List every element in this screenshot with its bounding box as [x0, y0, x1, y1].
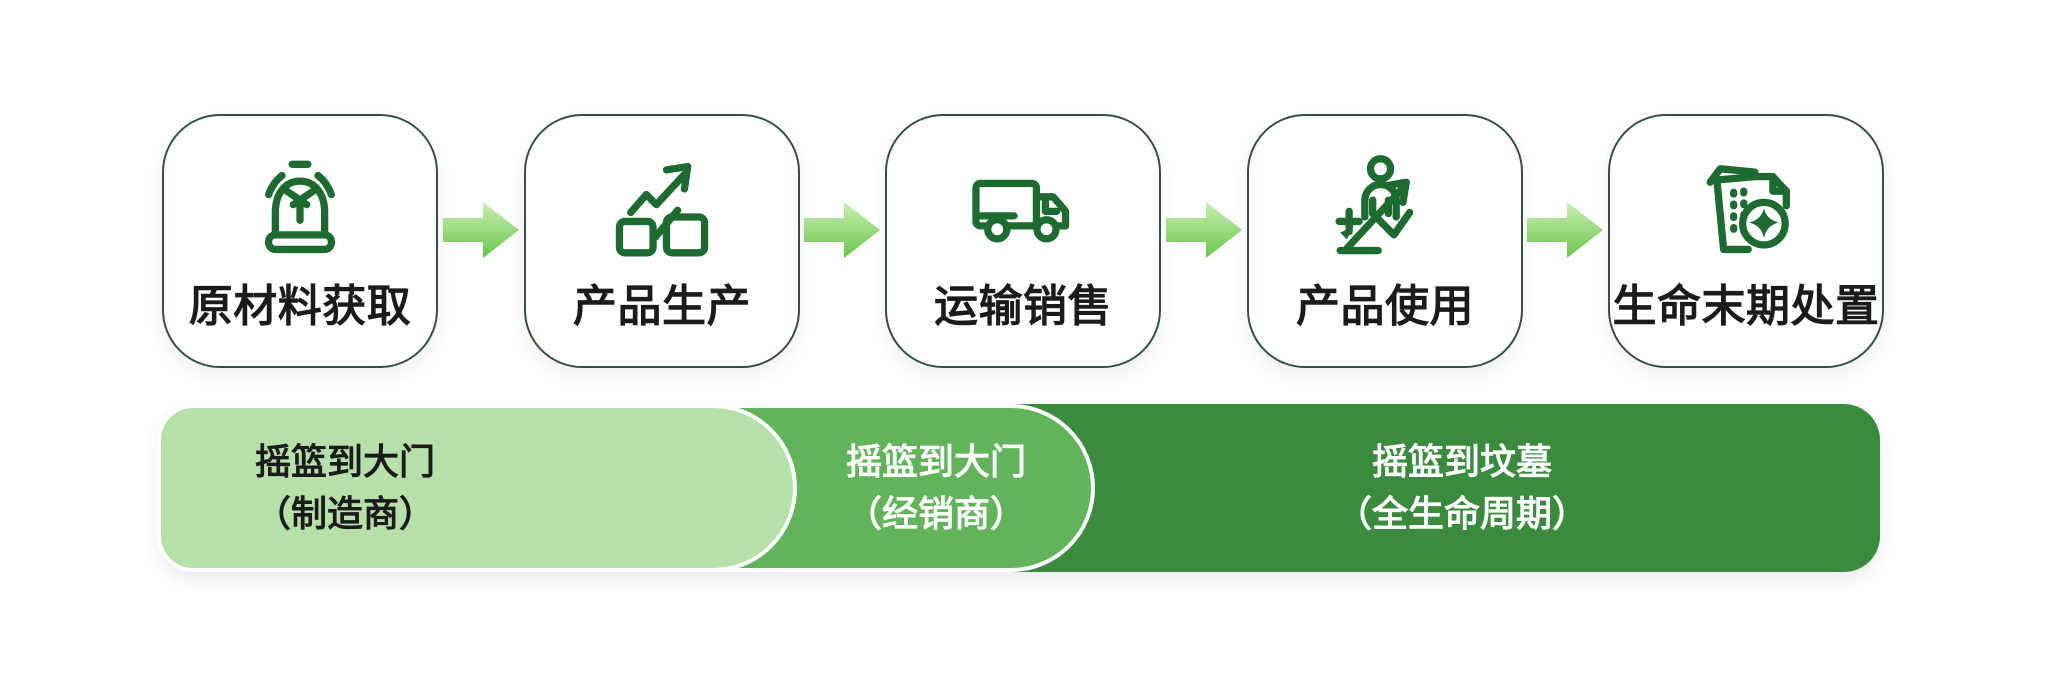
person-usage-icon — [1329, 134, 1441, 282]
scope-subtitle: （制造商） — [254, 493, 435, 534]
stage-label: 产品使用 — [1296, 282, 1474, 331]
scope-label-cradle-to-gate-manufacturer: 摇篮到大门 （制造商） — [135, 404, 555, 572]
scope-subtitle: （经销商） — [845, 493, 1026, 534]
scope-label-cradle-to-gate-distributor: 摇篮到大门 （经销商） — [726, 404, 1146, 572]
scope-subtitle: （全生命周期） — [1335, 493, 1588, 534]
waste-disposal-icon — [1690, 134, 1802, 282]
flow-arrow-icon — [1166, 202, 1242, 258]
scope-title: 摇篮到坟墓 — [1371, 440, 1552, 482]
production-growth-icon — [606, 134, 718, 282]
stage-label: 原材料获取 — [188, 282, 412, 331]
flow-arrow-icon — [804, 202, 880, 258]
stage-card-end-of-life-disposal: 生命末期处置 — [1608, 114, 1884, 368]
scope-title: 摇篮到大门 — [845, 440, 1026, 482]
stage-card-product-production: 产品生产 — [524, 114, 800, 368]
scope-bar-cradle-to-gate-manufacturer — [157, 404, 797, 572]
stage-label: 生命末期处置 — [1612, 282, 1880, 331]
flow-arrow-icon — [1527, 202, 1603, 258]
flow-arrow-icon — [443, 202, 519, 258]
stage-card-transport-sales: 运输销售 — [885, 114, 1161, 368]
delivery-truck-icon — [964, 134, 1082, 282]
scope-title: 摇篮到大门 — [254, 440, 435, 482]
stage-card-raw-material-acquisition: 原材料获取 — [162, 114, 438, 368]
scope-label-cradle-to-grave: 摇篮到坟墓 （全生命周期） — [1252, 404, 1672, 572]
mining-bell-icon — [244, 134, 356, 282]
stage-label: 运输销售 — [934, 282, 1112, 331]
stage-card-product-use: 产品使用 — [1247, 114, 1523, 368]
stage-label: 产品生产 — [573, 282, 751, 331]
